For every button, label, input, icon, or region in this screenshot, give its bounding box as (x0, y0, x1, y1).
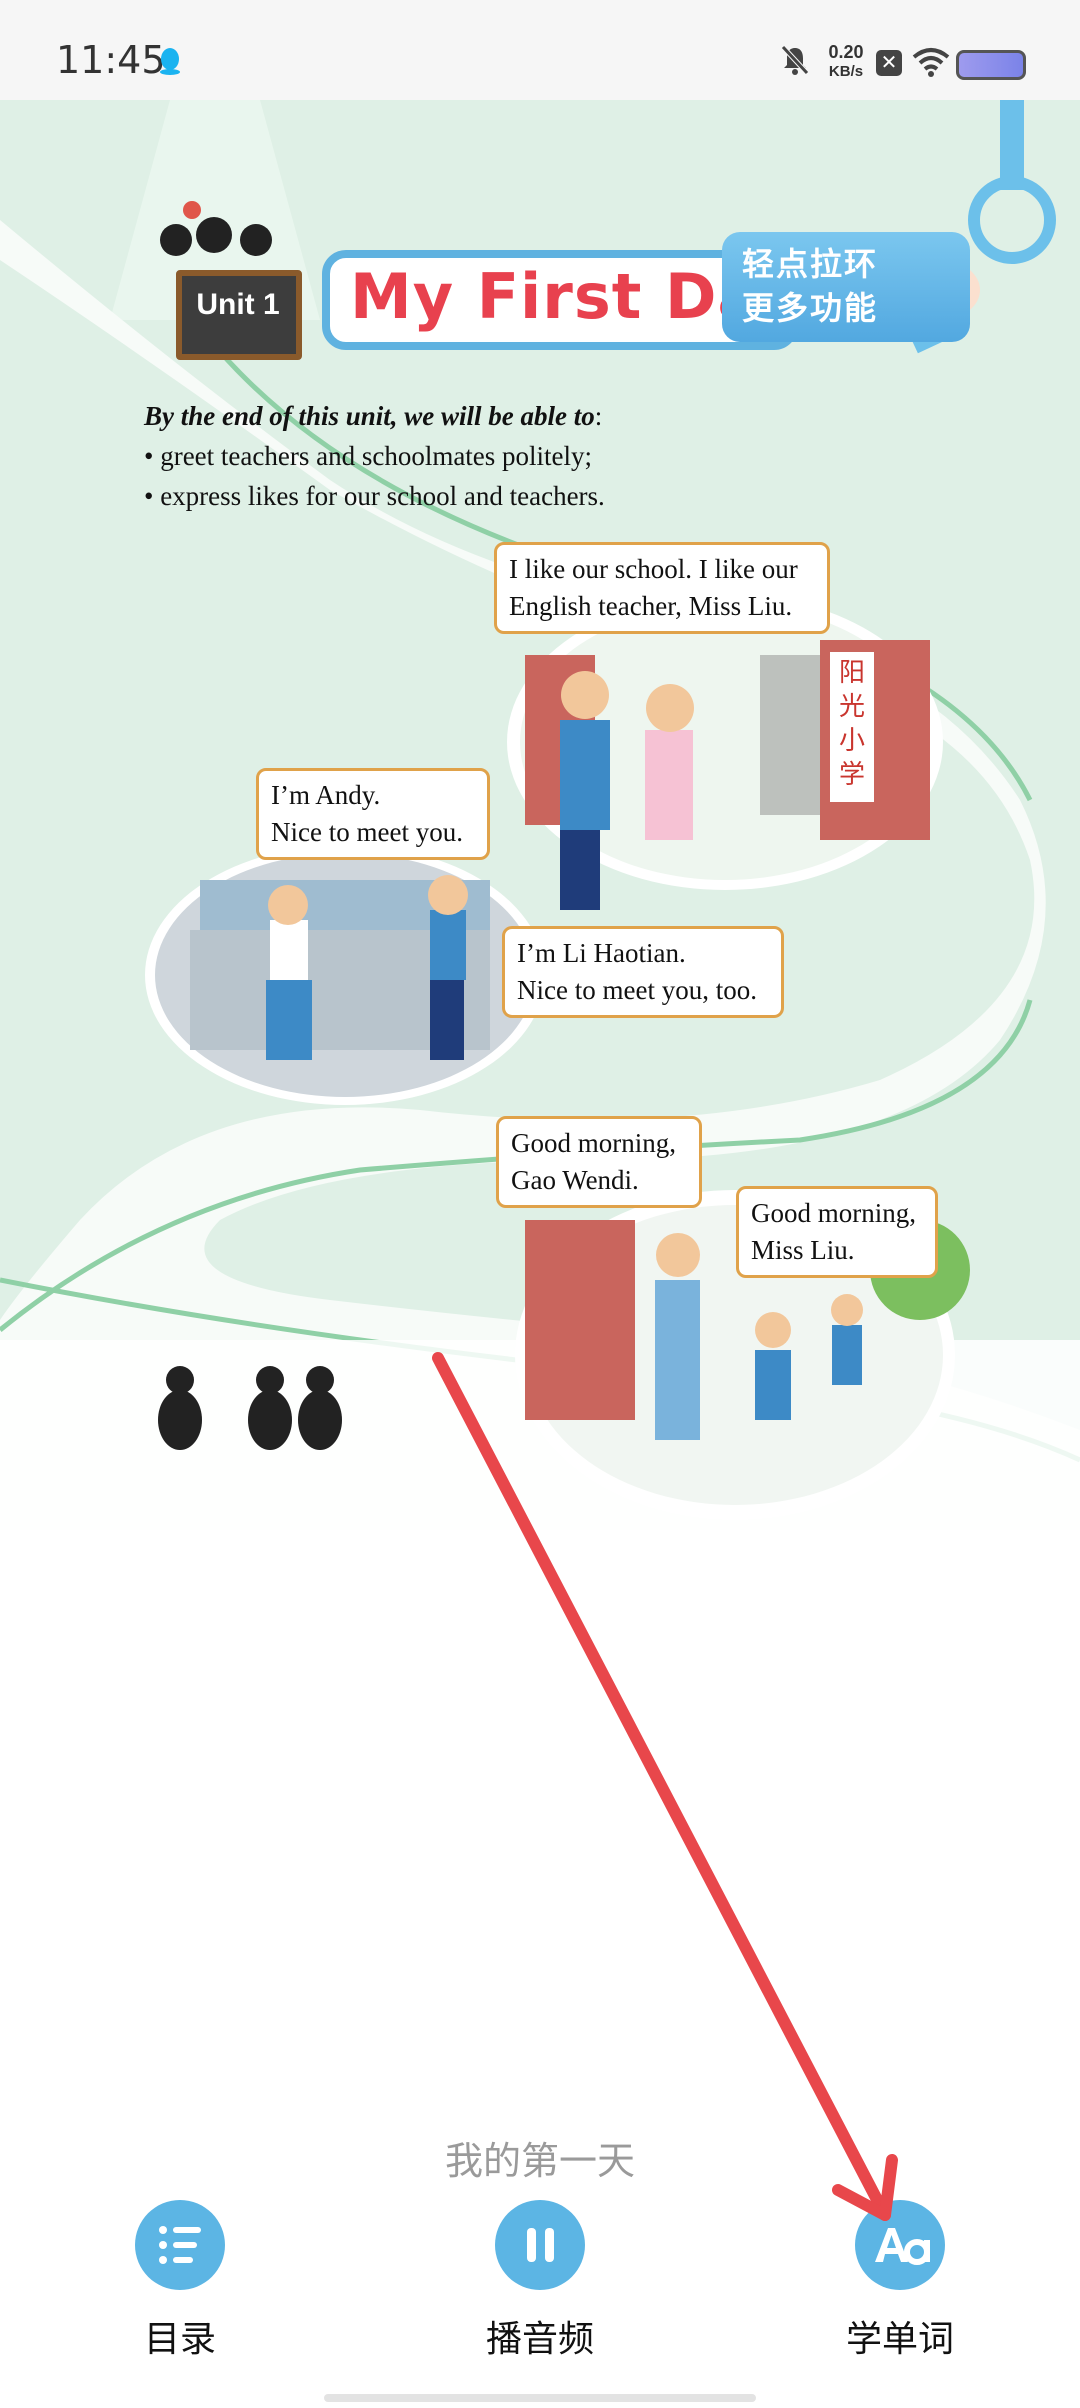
net-speed-unit: KB/s (828, 63, 864, 80)
pull-ring-hint[interactable] (722, 232, 970, 342)
battery-icon (956, 50, 1026, 80)
textbook-page[interactable]: Unit 1 My First Day 轻点拉环更多功能 By the end … (0, 100, 1080, 1530)
list-icon (135, 2200, 225, 2290)
aa-icon (855, 2200, 945, 2290)
speech-bubble-school[interactable]: I like our school. I like our English te… (494, 542, 830, 634)
bubble-line: I’m Andy. (271, 780, 381, 810)
net-speed-value: 0.20 (828, 42, 864, 62)
unit-title-frame (322, 250, 798, 350)
bubble-line: Miss Liu. (751, 1235, 855, 1265)
learn-words-button[interactable]: 学单词 (800, 2200, 1000, 2360)
speech-bubble-gao-wendi[interactable]: Good morning, Gao Wendi. (496, 1116, 702, 1208)
bubble-line: Nice to meet you. (271, 817, 463, 847)
speech-bubble-miss-liu[interactable]: Good morning, Miss Liu. (736, 1186, 938, 1278)
catalog-button[interactable]: 目录 (80, 2200, 280, 2360)
learn-words-label: 学单词 (845, 2319, 954, 2360)
pause-icon (495, 2200, 585, 2290)
school-sign: 阳光小学 (838, 658, 865, 790)
bubble-line: I like our school. I like our (509, 554, 798, 584)
objectives-lead: By the end of this unit, we will be able… (144, 401, 603, 431)
bubble-line: Gao Wendi. (511, 1165, 639, 1195)
page-subtitle: 我的第一天 (444, 2139, 635, 2183)
unit-title: My First Day (350, 260, 730, 333)
bubble-line: I’m Li Haotian. (517, 938, 686, 968)
play-audio-button[interactable]: 播音频 (440, 2200, 640, 2360)
bubble-line: Good morning, (751, 1198, 916, 1228)
status-bar: 11:45 0.20 KB/s ✕ (0, 0, 1080, 100)
bubble-line: English teacher, Miss Liu. (509, 591, 793, 621)
status-time: 11:45 (56, 38, 166, 82)
wifi-icon (912, 48, 950, 77)
speech-bubble-andy[interactable]: I’m Andy. Nice to meet you. (256, 768, 490, 860)
unit-label: Unit 1 (196, 288, 280, 321)
speech-bubble-li-haotian[interactable]: I’m Li Haotian. Nice to meet you, too. (502, 926, 784, 1018)
unit-board (176, 270, 302, 360)
close-box-icon: ✕ (876, 50, 902, 76)
home-indicator[interactable] (324, 2394, 756, 2402)
mute-icon (781, 45, 809, 75)
bubble-line: Nice to meet you, too. (517, 975, 757, 1005)
objective-item: • greet teachers and schoolmates politel… (144, 441, 593, 471)
net-speed: 0.20 KB/s (822, 42, 870, 82)
qq-icon (160, 48, 180, 75)
bubble-line: Good morning, (511, 1128, 676, 1158)
objective-item: • express likes for our school and teach… (144, 481, 605, 511)
catalog-label: 目录 (143, 2319, 216, 2360)
unit-objectives: By the end of this unit, we will be able… (144, 396, 844, 516)
play-audio-label: 播音频 (485, 2319, 594, 2360)
pull-ring-hint-text: 轻点拉环更多功能 (742, 245, 879, 327)
